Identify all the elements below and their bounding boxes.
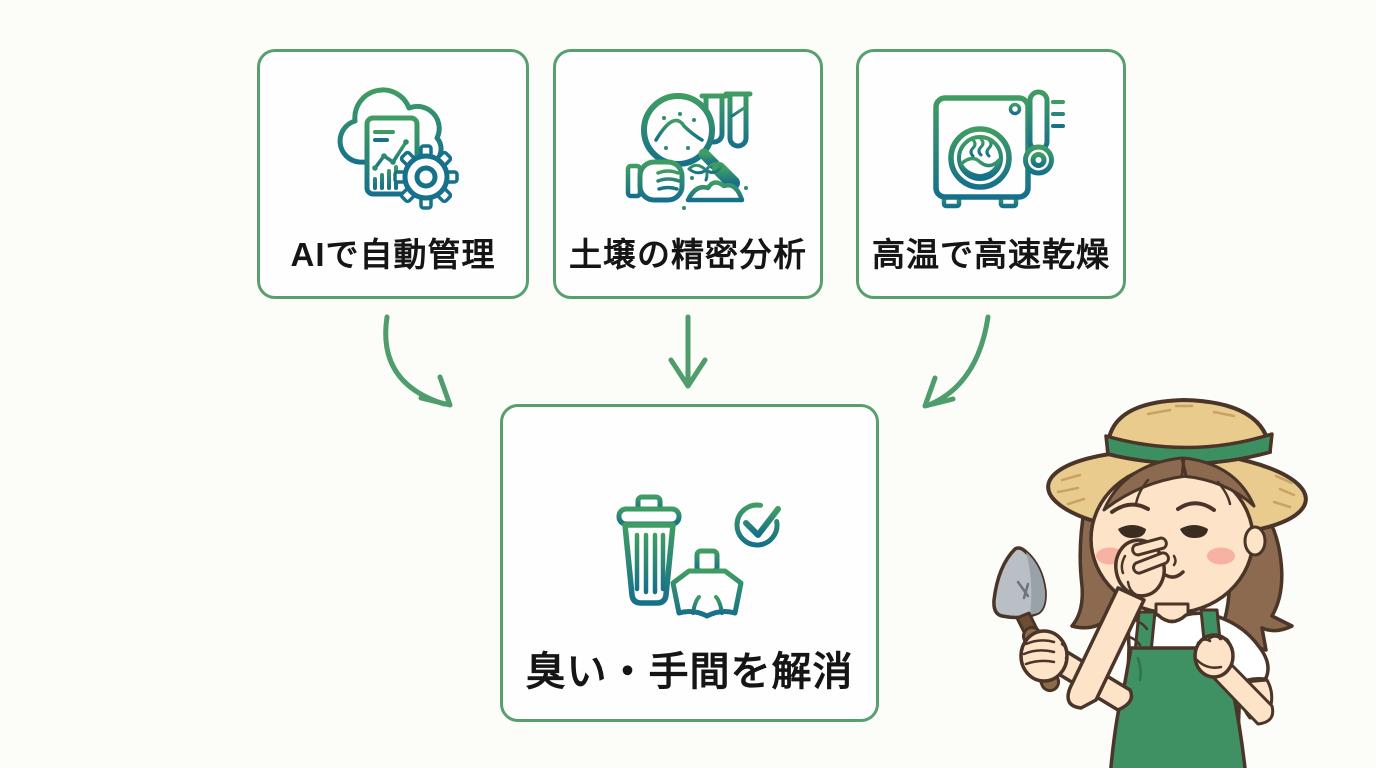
feature-box-soil: 土壌の精密分析 [553, 49, 823, 299]
ear [1243, 525, 1267, 557]
result-box: 臭い・手間を解消 [500, 404, 879, 722]
mouth [1162, 570, 1185, 579]
arrow-left [383, 314, 453, 408]
soil-analysis-magnifier-icon [625, 91, 753, 210]
clenched-fist-arm [1193, 633, 1275, 726]
arrow-middle [668, 314, 708, 389]
feature-label-ai: AIで自動管理 [290, 236, 496, 273]
farmer-woman-illustration [992, 398, 1308, 768]
hat-band [1104, 432, 1274, 466]
feature-box-dry: 高温で高速乾燥 [856, 49, 1126, 299]
trowel-hand [1019, 629, 1069, 683]
feature-box-ai: AIで自動管理 [257, 49, 529, 299]
result-label: 臭い・手間を解消 [525, 650, 854, 694]
nose-line [1172, 554, 1177, 567]
feature-label-soil: 土壌の精密分析 [569, 236, 807, 273]
pinch-hand [1114, 536, 1170, 598]
eye-right [1180, 525, 1208, 538]
dryer-thermometer-icon [933, 89, 1065, 209]
blush-right [1207, 547, 1235, 565]
hair-bangs [1102, 456, 1256, 512]
pinch-arm [1066, 586, 1146, 710]
feature-label-dry: 高温で高速乾燥 [872, 236, 1110, 273]
eyebrows [1110, 501, 1216, 514]
cloud-analytics-gear-icon [337, 87, 459, 210]
eye-left [1118, 525, 1146, 538]
trash-broom-check-icon [616, 438, 781, 619]
